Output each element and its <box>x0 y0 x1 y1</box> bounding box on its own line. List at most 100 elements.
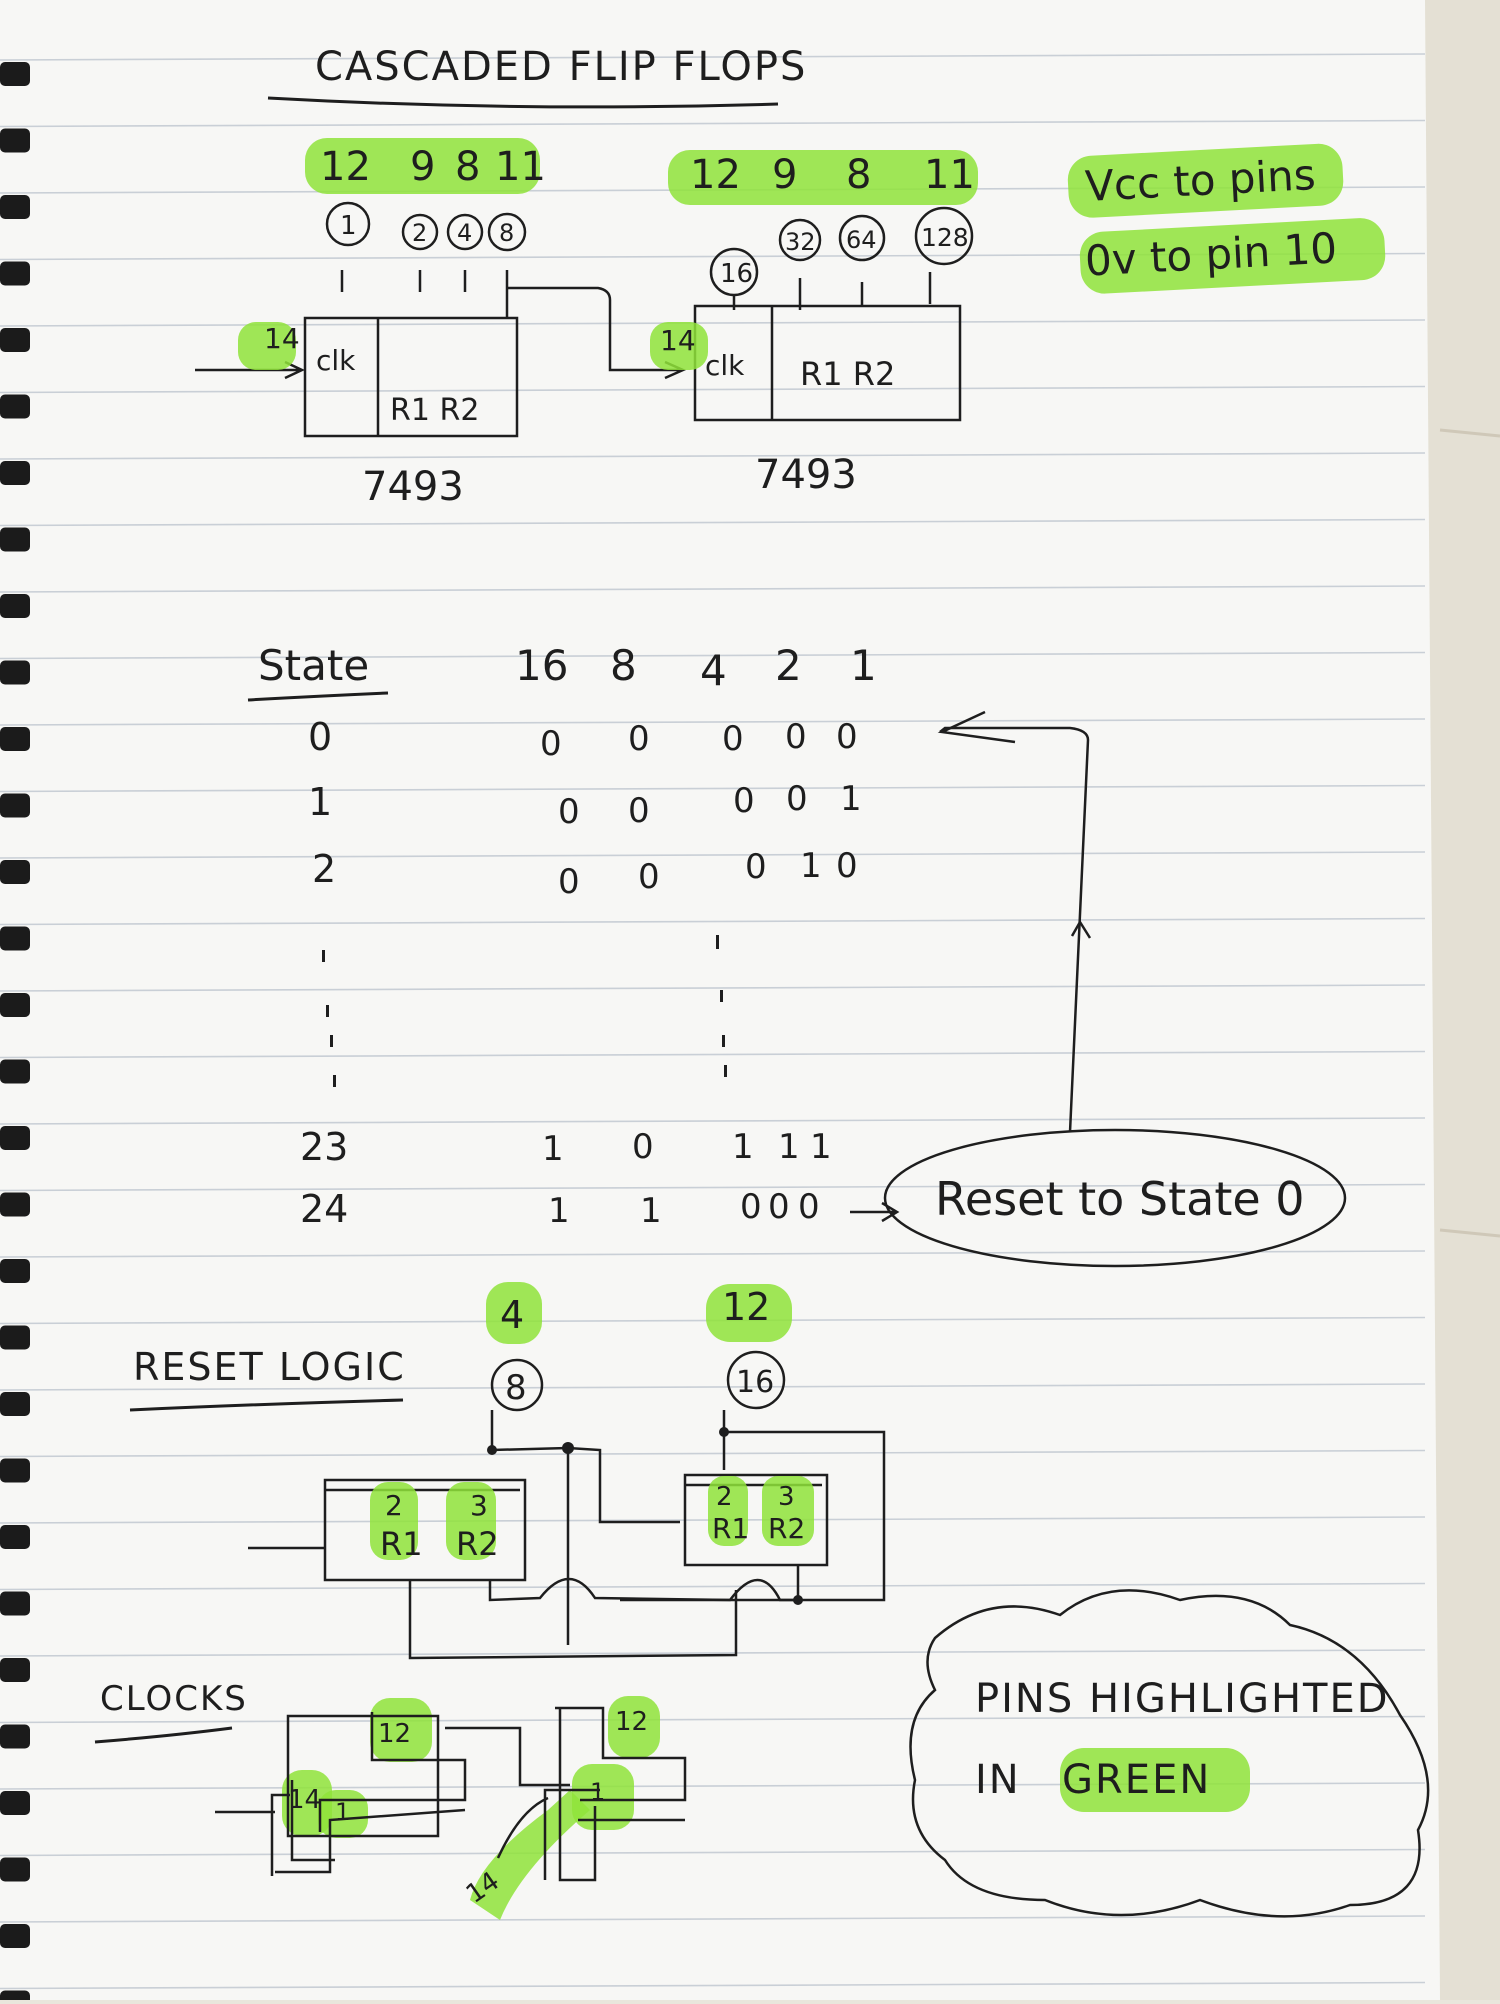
ruled-line <box>0 984 1426 992</box>
chip1-clk-label: clk <box>316 344 356 377</box>
spiral-ring <box>0 1591 30 1616</box>
chip1-pin-2: 8 <box>455 144 480 190</box>
chip2-weight-1: 32 <box>785 228 816 256</box>
clock-pin-top-1: 12 <box>378 1719 411 1749</box>
chip2-pin-2: 8 <box>846 152 871 198</box>
reset-logic: RESET LOGIC 4 8 12 16 <box>129 1282 886 1660</box>
bit-header-1: 8 <box>610 641 637 690</box>
spiral-ring <box>0 527 30 552</box>
reset-gate2-pin-0: 2 <box>716 1482 733 1512</box>
reset-bubble-text: Reset to State 0 <box>935 1172 1305 1226</box>
row-2-bit-4: 0 <box>836 846 858 886</box>
chip2-weight-3: 128 <box>921 223 969 252</box>
reset-logic-title: RESET LOGIC <box>133 1345 406 1389</box>
spiral-ring <box>0 793 30 818</box>
ruled-line <box>0 53 1426 61</box>
spiral-ring <box>0 1126 30 1150</box>
row-2-state: 2 <box>312 847 336 891</box>
chip2-clk-pin: 14 <box>660 324 696 357</box>
spiral-ring <box>0 195 30 219</box>
clocks-section: CLOCKS 12 14 1 12 1 14 <box>94 1679 687 1920</box>
ruled-line <box>0 851 1426 859</box>
power-note-line1: Vcc to pins <box>1084 150 1317 211</box>
spiral-ring <box>0 1325 30 1350</box>
reset-gate1-label-1: R2 <box>456 1525 499 1563</box>
chip1-clk-pin: 14 <box>264 322 300 355</box>
bit-header-4: 1 <box>850 641 877 690</box>
clocks-title: CLOCKS <box>100 1679 248 1719</box>
row-0-bit-1: 0 <box>628 719 650 759</box>
cloud-outline <box>909 1589 1430 1918</box>
spiral-ring <box>0 1990 30 2004</box>
reset-gate1-pin-0: 2 <box>385 1489 403 1522</box>
spiral-ring <box>0 62 30 86</box>
ruled-line <box>0 1250 1426 1258</box>
spiral-ring <box>0 594 30 618</box>
power-note: Vcc to pins 0v to pin 10 <box>1067 143 1386 294</box>
chip2-weight-2: 64 <box>846 226 877 254</box>
chip1-weight-3: 8 <box>499 219 514 247</box>
ruled-line <box>0 1183 1426 1192</box>
reset-gate2-pin-1: 3 <box>778 1482 795 1512</box>
row-2-bit-1: 0 <box>638 857 660 897</box>
bit-header-2: 4 <box>700 646 727 695</box>
reset-gate2-label-1: R2 <box>768 1512 805 1545</box>
row-4-bit-0: 1 <box>548 1191 570 1231</box>
ruled-line <box>0 1050 1426 1059</box>
spiral-ring <box>0 1458 30 1483</box>
row-4-bit-2: 0 <box>740 1187 762 1227</box>
row-0-bit-3: 0 <box>785 717 807 757</box>
spiral-ring <box>0 1392 30 1416</box>
spiral-ring <box>0 1192 30 1217</box>
chip2-pin-3: 11 <box>924 152 975 198</box>
reset-chip2-block <box>683 1473 829 1567</box>
ruled-line <box>0 1649 1426 1657</box>
ruled-line <box>0 1715 1426 1724</box>
ruled-line <box>0 1848 1426 1857</box>
row-1-bit-1: 0 <box>628 791 650 831</box>
ruled-line <box>0 718 1426 726</box>
chip1-pin-3: 11 <box>495 144 546 190</box>
chip2-pin-0: 12 <box>690 152 741 198</box>
row-3-bit-1: 0 <box>632 1127 654 1167</box>
spiral-ring <box>0 860 30 884</box>
spiral-ring <box>0 1724 30 1749</box>
reset-chip1-block <box>323 1478 527 1582</box>
row-4-bit-4: 0 <box>798 1187 820 1227</box>
spiral-ring <box>0 328 30 352</box>
row-0-bit-0: 0 <box>540 724 562 764</box>
row-4-state: 24 <box>300 1187 348 1231</box>
row-2-bit-3: 1 <box>800 846 822 886</box>
chip2-part: 7493 <box>755 452 857 498</box>
row-1-bit-0: 0 <box>558 792 580 832</box>
spiral-ring <box>0 261 30 286</box>
reset-weight-b: 16 <box>736 1365 774 1400</box>
bit-header-0: 16 <box>515 641 568 690</box>
chip1-pin-0: 12 <box>320 144 371 190</box>
chip1-pin-1: 9 <box>410 144 435 190</box>
chip1-body <box>303 316 519 438</box>
reset-feedback-arrow <box>850 710 1092 1223</box>
row-4-bit-1: 1 <box>640 1191 662 1231</box>
spiral-ring <box>0 1658 30 1682</box>
spiral-binding <box>0 62 30 2004</box>
cloud-line1: PINS HIGHLIGHTED <box>975 1676 1390 1722</box>
reset-weight-a: 8 <box>505 1368 527 1408</box>
spiral-ring <box>0 993 30 1017</box>
chip1-weight-2: 4 <box>457 219 472 247</box>
row-3-state: 23 <box>300 1125 348 1169</box>
ruled-line <box>0 1117 1426 1125</box>
ruled-line <box>0 452 1426 460</box>
spiral-ring <box>0 727 30 751</box>
row-1-bit-2: 0 <box>733 781 755 821</box>
ruled-line <box>0 385 1426 394</box>
row-0-bit-4: 0 <box>836 717 858 757</box>
bit-header-3: 2 <box>775 641 802 690</box>
spiral-ring <box>0 660 30 685</box>
clock-pin-inner-2: 1 <box>590 1778 605 1806</box>
chip2-pin-1: 9 <box>772 152 797 198</box>
spiral-ring <box>0 1259 30 1283</box>
row-1-bit-4: 1 <box>840 779 862 819</box>
spiral-ring <box>0 926 30 951</box>
